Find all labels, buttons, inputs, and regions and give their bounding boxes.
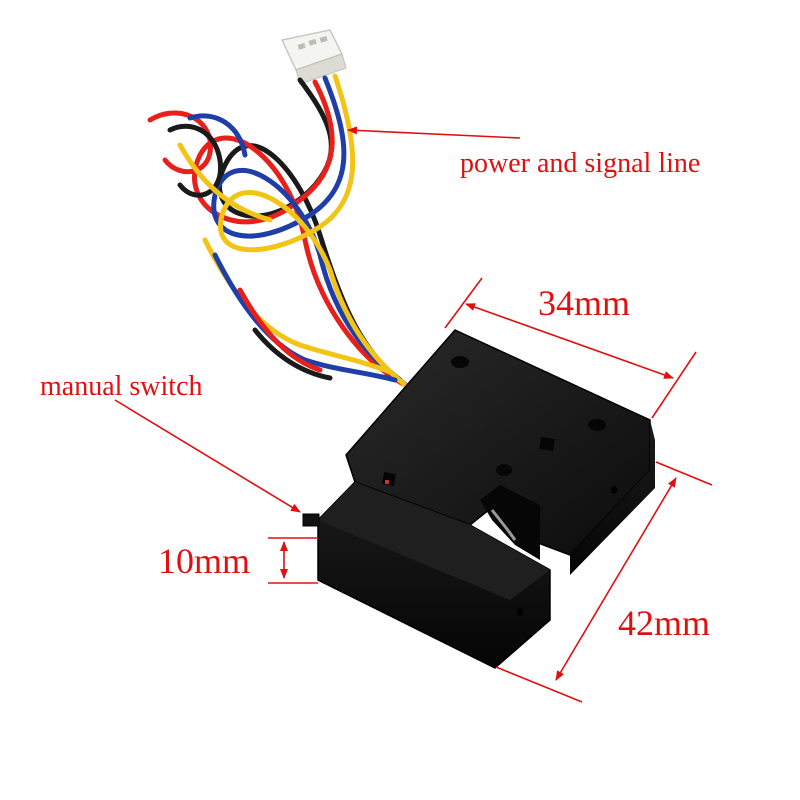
manual-switch-leader (114, 399, 301, 513)
width-arrow (465, 303, 674, 379)
height-ext-bottom (495, 666, 583, 703)
height-ext-top (655, 461, 713, 486)
connector-plug (280, 29, 347, 85)
height-arrow (555, 477, 677, 681)
width-ext-left (444, 277, 483, 329)
manual-switch-label: manual switch (40, 371, 203, 402)
annotation-arrows (114, 126, 713, 703)
width-dimension-label: 34mm (538, 283, 631, 323)
lock-body (302, 329, 655, 669)
thickness-dimension-label: 10mm (158, 541, 251, 581)
power-line-arrow (347, 126, 521, 139)
height-dimension-label: 42mm (618, 603, 711, 643)
power-signal-line-label: power and signal line (460, 148, 701, 179)
wire-bundle (147, 73, 417, 395)
width-ext-right (651, 351, 697, 419)
